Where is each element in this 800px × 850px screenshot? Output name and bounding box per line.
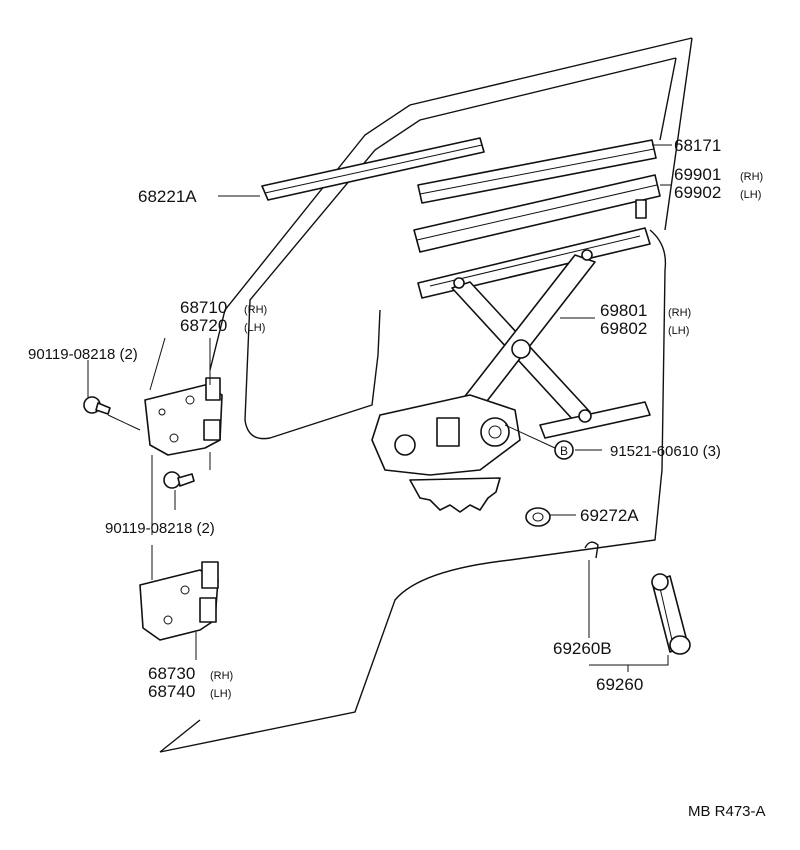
callout-69901-side: (RH)	[740, 171, 763, 183]
callout-69801-side: (RH)	[668, 307, 691, 319]
glass-run-68221A	[261, 137, 485, 201]
callout-69802-side: (LH)	[668, 325, 689, 337]
clip-69260B	[584, 541, 599, 559]
callout-68740: 68740	[148, 682, 195, 701]
callout-68221A: 68221A	[138, 187, 197, 206]
door-outline	[159, 37, 693, 753]
channel-68171	[417, 139, 657, 204]
channel-69901	[413, 174, 661, 253]
window-regulator-69801	[371, 227, 651, 513]
diagram-ref-code: MB R473-A	[688, 803, 766, 820]
bolt-upper	[83, 396, 111, 415]
bolt-symbol-circle	[554, 440, 574, 460]
bushing-69272A	[525, 507, 551, 527]
callout-68720-side: (LH)	[244, 322, 265, 334]
callout-bolt-upper: 90119-08218 (2)	[28, 346, 138, 363]
callout-91521: 91521-60610 (3)	[610, 443, 721, 460]
callout-bolt-lower: 90119-08218 (2)	[105, 520, 215, 537]
callout-69902-side: (LH)	[740, 189, 761, 201]
window-crank-69260	[651, 573, 691, 655]
callout-68740-side: (LH)	[210, 688, 231, 700]
callout-68710: 68710	[180, 298, 227, 317]
upper-hinge-68710	[144, 377, 223, 456]
callout-69901: 69901	[674, 165, 721, 184]
callout-69260B: 69260B	[553, 639, 612, 658]
callout-68730-side: (RH)	[210, 670, 233, 682]
callout-69260: 69260	[596, 675, 643, 694]
callout-68710-side: (RH)	[244, 304, 267, 316]
callout-68171: 68171	[674, 136, 721, 155]
callout-69272A: 69272A	[580, 506, 639, 525]
callout-69802: 69802	[600, 319, 647, 338]
callout-69801: 69801	[600, 301, 647, 320]
callout-68730: 68730	[148, 664, 195, 683]
callout-69902: 69902	[674, 183, 721, 202]
bolt-symbol: B	[560, 444, 568, 458]
leader-lines	[87, 144, 672, 672]
lower-hinge-68730	[139, 561, 219, 641]
callout-68720: 68720	[180, 316, 227, 335]
bolt-lower	[163, 471, 195, 489]
